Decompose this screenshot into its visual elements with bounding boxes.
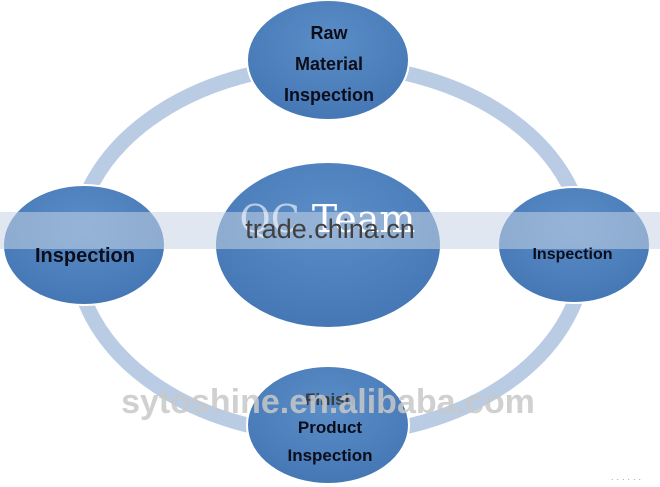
finish-product-line-2: Product xyxy=(297,418,363,437)
node-finish xyxy=(246,365,410,485)
finish-product-label: Finish Product Inspection xyxy=(245,386,415,470)
raw-material-line-3: Inspection xyxy=(283,85,374,105)
node-raw-material xyxy=(246,0,410,121)
finish-product-line-1: Finish xyxy=(304,390,356,409)
raw-material-line-2: Material xyxy=(294,54,364,74)
watermark-corner: · · · · · · xyxy=(610,474,642,484)
right-node-line-1: Inspection xyxy=(532,246,613,263)
left-node-label: Inspection xyxy=(10,245,160,268)
qc-team-label: QC Team xyxy=(210,196,445,242)
watermark-bottom: sytoshine.en.alibaba.com xyxy=(121,383,535,421)
right-node-label: Inspection xyxy=(500,246,645,264)
raw-material-label: Raw Material Inspection xyxy=(250,18,408,111)
raw-material-line-1: Raw xyxy=(310,23,348,43)
finish-product-line-3: Inspection xyxy=(287,446,373,465)
qc-team-line-2: Team xyxy=(311,197,416,241)
qc-team-line-1: QC xyxy=(239,197,300,241)
watermark-center: trade.china.cn xyxy=(245,214,415,244)
left-node-line-1: Inspection xyxy=(34,245,135,267)
watermark-band xyxy=(0,212,660,249)
